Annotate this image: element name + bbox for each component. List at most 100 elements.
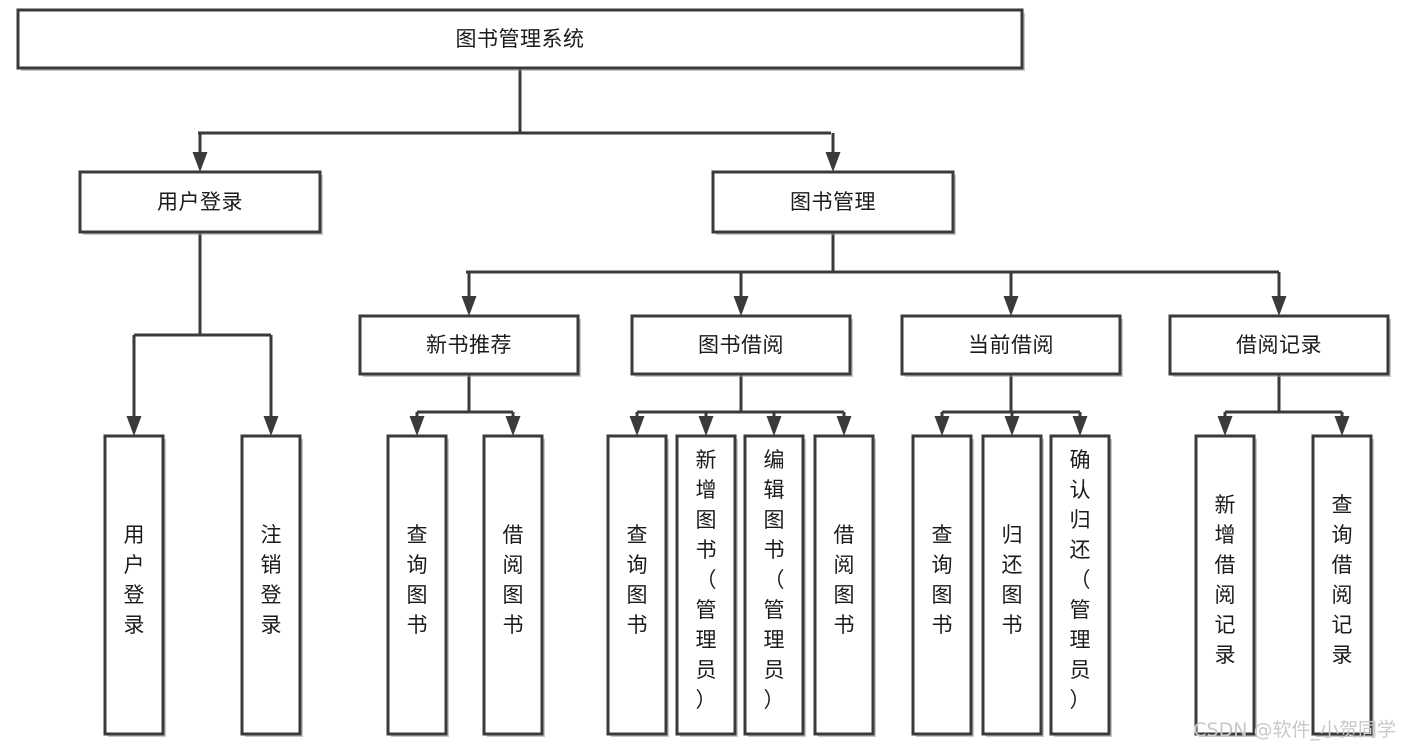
node-user-login[interactable]: 用户登录 [78,170,323,235]
leaf-label-char: 书 [627,613,648,637]
leaf-label-char: 新 [1215,493,1236,517]
arrow-to-leaf-logout-arrowhead [263,416,279,436]
leaf-label: 查询图书 [627,523,648,637]
leaf-label: 借阅图书 [503,523,524,637]
arrow-to-leaf-borrow-book-2-arrowhead [836,416,852,436]
leaf-label-char: 录 [124,613,145,637]
leaf-label: 编辑图书（管理员） [764,448,785,712]
arrow-to-leaf-query-book-3-arrowhead [934,416,950,436]
leaf-label-char: 借 [503,523,524,547]
leaf-label-char: 图 [503,583,524,607]
arrow-to-leaf-borrow-book-1-arrowhead [505,416,521,436]
arrow-to-book-borrow-arrowhead [733,296,749,316]
box-outline [981,434,1043,736]
leaf-label-char: 户 [124,553,145,577]
arrow-to-leaf-add-record-arrowhead [1217,416,1233,436]
leaf-label-char: 理 [1070,628,1091,652]
leaf-label-char: 登 [261,583,282,607]
leaf-label-char: 员 [1070,658,1091,682]
leaf-label-char: 查 [1332,493,1353,517]
leaf-label: 归还图书 [1002,523,1023,637]
arrow-to-user-login-arrowhead [192,152,208,172]
box-outline [1168,314,1390,376]
connector-layer [126,68,1350,436]
leaf-label-char: ） [764,688,785,712]
node-current-borrow[interactable]: 当前借阅 [900,314,1123,377]
leaf-label-char: 登 [124,583,145,607]
leaf-label: 确认归还（管理员） [1070,448,1091,712]
box-outline [911,434,973,736]
leaf-label: 新增图书（管理员） [696,448,717,712]
leaf-label-char: 理 [764,628,785,652]
leaf-label-char: 阅 [503,553,524,577]
leaf-label-char: （ [1070,568,1091,592]
box-outline [16,8,1024,70]
box-outline [482,434,544,736]
leaf-label-char: 询 [627,553,648,577]
leaf-label: 查询图书 [932,523,953,637]
leaf-label-char: 还 [1002,553,1023,577]
node-leaf-add-record[interactable]: 新增借阅记录 [1194,434,1257,737]
leaf-label-char: 销 [261,553,282,577]
arrow-to-leaf-user-login-arrowhead [126,416,142,436]
leaf-label-char: 阅 [1332,583,1353,607]
leaf-label-char: 用 [124,523,145,547]
node-label: 图书管理 [790,190,876,214]
box-outline [675,434,737,736]
box-outline [606,434,668,736]
arrow-to-current-borrow-arrowhead [1003,296,1019,316]
node-leaf-query-book-1[interactable]: 查询图书 [386,434,449,737]
node-leaf-return-book[interactable]: 归还图书 [981,434,1044,737]
leaf-label-char: 归 [1070,508,1091,532]
leaf-label: 查询借阅记录 [1332,493,1353,667]
leaf-label-char: 书 [834,613,855,637]
leaf-label-char: 归 [1002,523,1023,547]
node-leaf-confirm-return[interactable]: 确认归还（管理员） [1049,434,1112,737]
node-leaf-logout[interactable]: 注销登录 [240,434,303,737]
node-leaf-edit-book[interactable]: 编辑图书（管理员） [743,434,806,737]
leaf-label-char: 员 [696,658,717,682]
leaf-label-char: 阅 [1215,583,1236,607]
arrow-to-leaf-query-record-arrowhead [1334,416,1350,436]
node-label: 新书推荐 [426,333,512,357]
node-leaf-add-book[interactable]: 新增图书（管理员） [675,434,738,737]
leaf-label-char: 询 [407,553,428,577]
box-outline [711,170,955,234]
node-leaf-borrow-book-1[interactable]: 借阅图书 [482,434,545,737]
node-leaf-borrow-book-2[interactable]: 借阅图书 [813,434,876,737]
arrow-to-leaf-query-book-2-arrowhead [629,416,645,436]
box-outline [900,314,1122,376]
node-new-book-rec[interactable]: 新书推荐 [358,314,581,377]
node-book-borrow[interactable]: 图书借阅 [630,314,853,377]
leaf-label-char: 图 [932,583,953,607]
leaf-label-char: 认 [1070,478,1091,502]
node-borrow-record[interactable]: 借阅记录 [1168,314,1391,377]
node-leaf-query-book-3[interactable]: 查询图书 [911,434,974,737]
leaf-label-char: 编 [764,448,785,472]
leaf-label-char: 注 [261,523,282,547]
leaf-label-char: 书 [503,613,524,637]
leaf-label-char: 借 [1332,553,1353,577]
leaf-label-char: 员 [764,658,785,682]
leaf-label-char: 图 [764,508,785,532]
leaf-label-char: 书 [696,538,717,562]
node-leaf-query-book-2[interactable]: 查询图书 [606,434,669,737]
leaf-label-char: 询 [1332,523,1353,547]
leaf-label-char: 图 [834,583,855,607]
box-outline [358,314,580,376]
leaf-label-char: 查 [932,523,953,547]
leaf-label-char: 记 [1215,613,1236,637]
leaf-label-char: 录 [1332,643,1353,667]
node-leaf-user-login[interactable]: 用户登录 [103,434,166,737]
node-leaf-query-record[interactable]: 查询借阅记录 [1311,434,1374,737]
leaf-label: 注销登录 [261,523,282,637]
arrow-to-borrow-record-arrowhead [1271,296,1287,316]
leaf-label-char: 辑 [764,478,785,502]
node-root-system[interactable]: 图书管理系统 [16,8,1025,71]
node-book-manage[interactable]: 图书管理 [711,170,956,235]
leaf-label-char: 借 [1215,553,1236,577]
leaf-label: 新增借阅记录 [1215,493,1236,667]
arrow-to-book-manage-arrowhead [825,152,841,172]
box-outline [1194,434,1256,736]
